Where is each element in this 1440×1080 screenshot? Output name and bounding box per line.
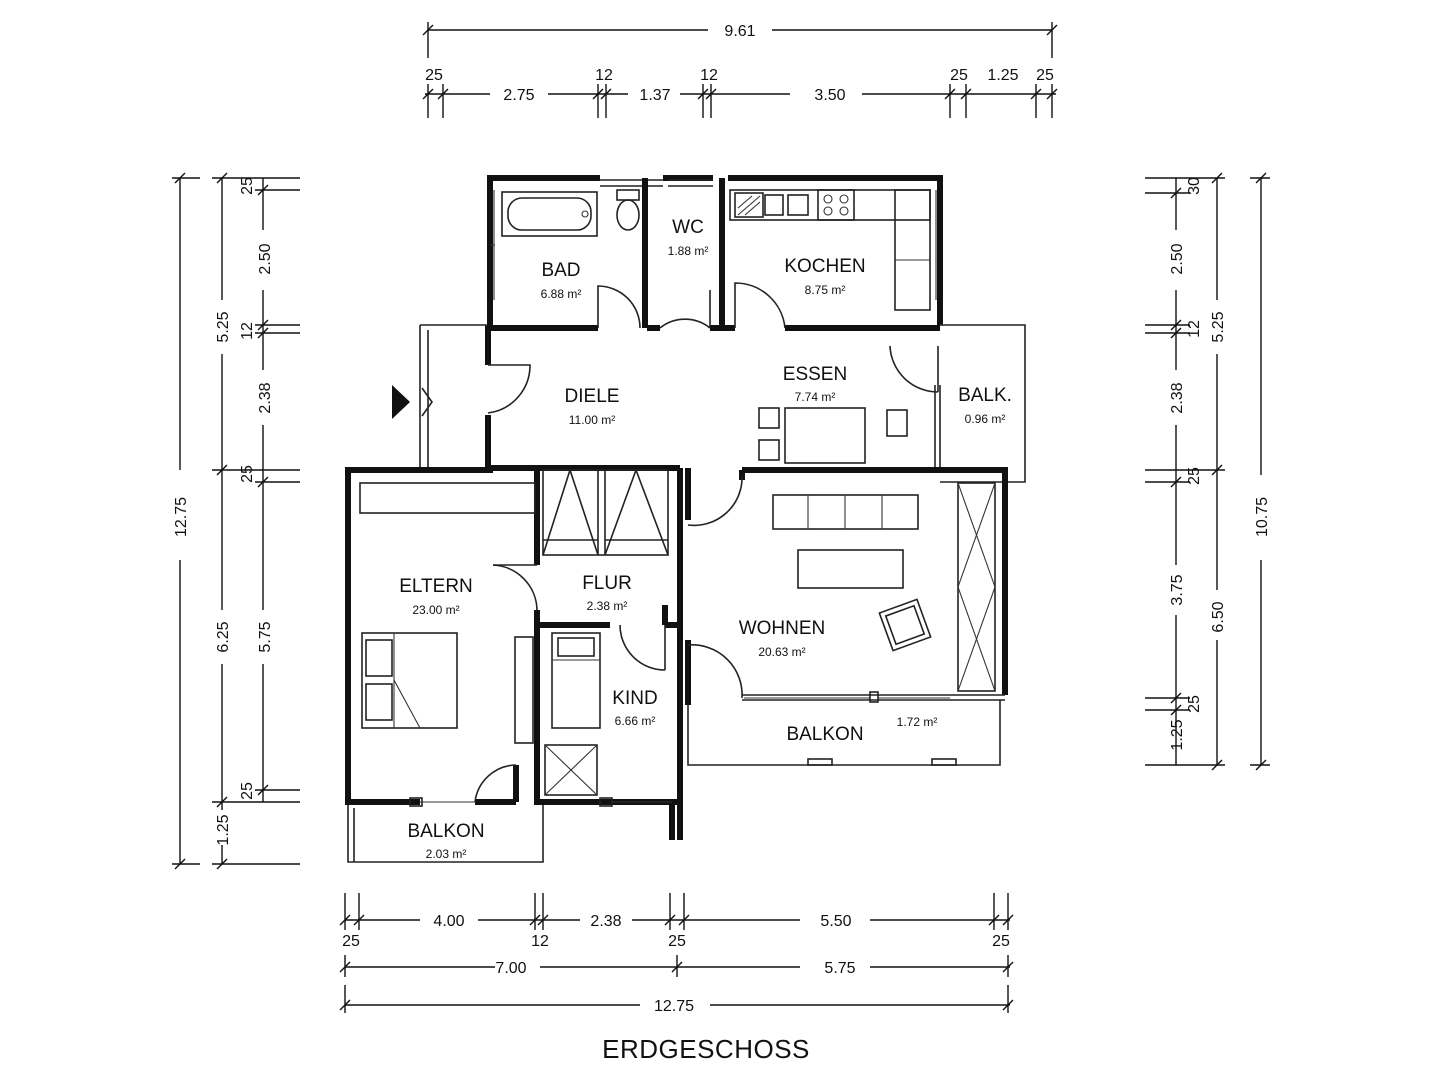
dim-right-inner-3: 12	[1186, 320, 1203, 338]
windows	[409, 190, 957, 807]
doors	[474, 282, 939, 803]
dim-bottom-detail-3: 5.50	[820, 913, 851, 930]
room-eltern-area: 23.00 m²	[412, 603, 459, 617]
room-balkon-eltern-name: BALKON	[407, 821, 484, 842]
dim-right-inner-8: 1.25	[1169, 719, 1186, 750]
dim-right-inner-7: 25	[1186, 695, 1203, 713]
room-wc-name: WC	[672, 217, 704, 238]
dim-right-inner-4: 2.38	[1169, 382, 1186, 413]
dim-left-outer: 12.75	[173, 497, 190, 537]
room-wc-area: 1.88 m²	[668, 244, 709, 258]
room-balkon-wohnen-area: 1.72 m²	[897, 715, 938, 729]
dim-right-inner-2: 2.50	[1169, 243, 1186, 274]
room-balkon-wohnen-name: BALKON	[786, 724, 863, 745]
dim-bottom-total: 12.75	[654, 998, 694, 1015]
room-bad-name: BAD	[541, 260, 580, 281]
room-diele-area: 11.00 m²	[569, 413, 615, 427]
dim-bottom-detail-1: 4.00	[433, 913, 464, 930]
room-flur-area: 2.38 m²	[587, 599, 628, 613]
room-labels: BAD 6.88 m² WC 1.88 m² KOCHEN 8.75 m² DI…	[399, 217, 1012, 861]
furniture	[359, 189, 996, 796]
room-eltern-name: ELTERN	[399, 576, 473, 597]
room-balkon-eltern-area: 2.03 m²	[426, 847, 467, 861]
dim-left-mid-3: 1.25	[215, 814, 232, 845]
dim-top-1: 25	[425, 67, 443, 84]
dim-top-7: 25	[950, 67, 968, 84]
dim-right-mid-2: 6.50	[1210, 601, 1227, 632]
dim-top-total: 9.61	[724, 23, 755, 40]
room-essen-area: 7.74 m²	[795, 390, 836, 404]
entrance-arrow-icon	[392, 385, 433, 419]
dim-top-2: 2.75	[503, 87, 534, 104]
dim-bottom-wall-3: 25	[668, 933, 686, 950]
room-wohnen-name: WOHNEN	[739, 618, 826, 639]
room-bad-area: 6.88 m²	[541, 287, 582, 301]
dim-bottom-mid-1: 7.00	[495, 960, 526, 977]
dim-left-inner-5: 25	[239, 465, 256, 483]
room-balk-name: BALK.	[958, 385, 1012, 406]
dim-bottom-wall-2: 12	[531, 933, 549, 950]
room-flur-name: FLUR	[582, 573, 632, 594]
dim-left-inner-2: 2.50	[257, 243, 274, 274]
dim-top-8: 1.25	[987, 67, 1018, 84]
dim-left-mid-1: 5.25	[215, 311, 232, 342]
dim-left-inner-1: 25	[239, 177, 256, 195]
right-dimensions: 10.75 5.25 6.50	[1145, 172, 1271, 771]
walls	[345, 175, 1026, 863]
dim-top-3: 12	[595, 67, 613, 84]
dim-right-inner-5: 25	[1186, 467, 1203, 485]
dim-top-4: 1.37	[639, 87, 670, 104]
plan-title: ERDGESCHOSS	[602, 1034, 810, 1064]
room-kind-area: 6.66 m²	[615, 714, 656, 728]
staircase	[542, 467, 669, 556]
room-balk-area: 0.96 m²	[965, 412, 1006, 426]
left-dimensions: 12.75 5.25 6.25 1.25	[172, 172, 300, 870]
bottom-dimensions: 4.00 2.38 5.50 25 12 25 25 7.00 5.75	[339, 893, 1014, 1015]
dim-top-9: 25	[1036, 67, 1054, 84]
dim-right-outer: 10.75	[1254, 497, 1271, 537]
dim-left-mid-2: 6.25	[215, 621, 232, 652]
room-kochen-area: 8.75 m²	[805, 283, 846, 297]
dim-bottom-mid-2: 5.75	[824, 960, 855, 977]
dim-right-inner-6: 3.75	[1169, 574, 1186, 605]
dim-left-inner-6: 5.75	[257, 621, 274, 652]
dim-right-mid-1: 5.25	[1210, 311, 1227, 342]
top-dimensions: 9.61 25 2.75 12 1.37 12 3.50 25 1.25 25	[422, 22, 1058, 118]
dim-bottom-detail-2: 2.38	[590, 913, 621, 930]
dim-left-inner-7: 25	[239, 782, 256, 800]
room-wohnen-area: 20.63 m²	[758, 645, 805, 659]
dim-top-5: 12	[700, 67, 718, 84]
dim-top-6: 3.50	[814, 87, 845, 104]
room-kochen-name: KOCHEN	[784, 256, 865, 277]
room-diele-name: DIELE	[565, 386, 620, 407]
dim-left-inner-4: 2.38	[257, 382, 274, 413]
dim-bottom-wall-4: 25	[992, 933, 1010, 950]
dim-left-inner-3: 12	[239, 322, 256, 340]
room-essen-name: ESSEN	[783, 364, 847, 385]
room-kind-name: KIND	[612, 688, 657, 709]
dim-right-inner-1: 30	[1186, 177, 1203, 195]
dim-bottom-wall-1: 25	[342, 933, 360, 950]
